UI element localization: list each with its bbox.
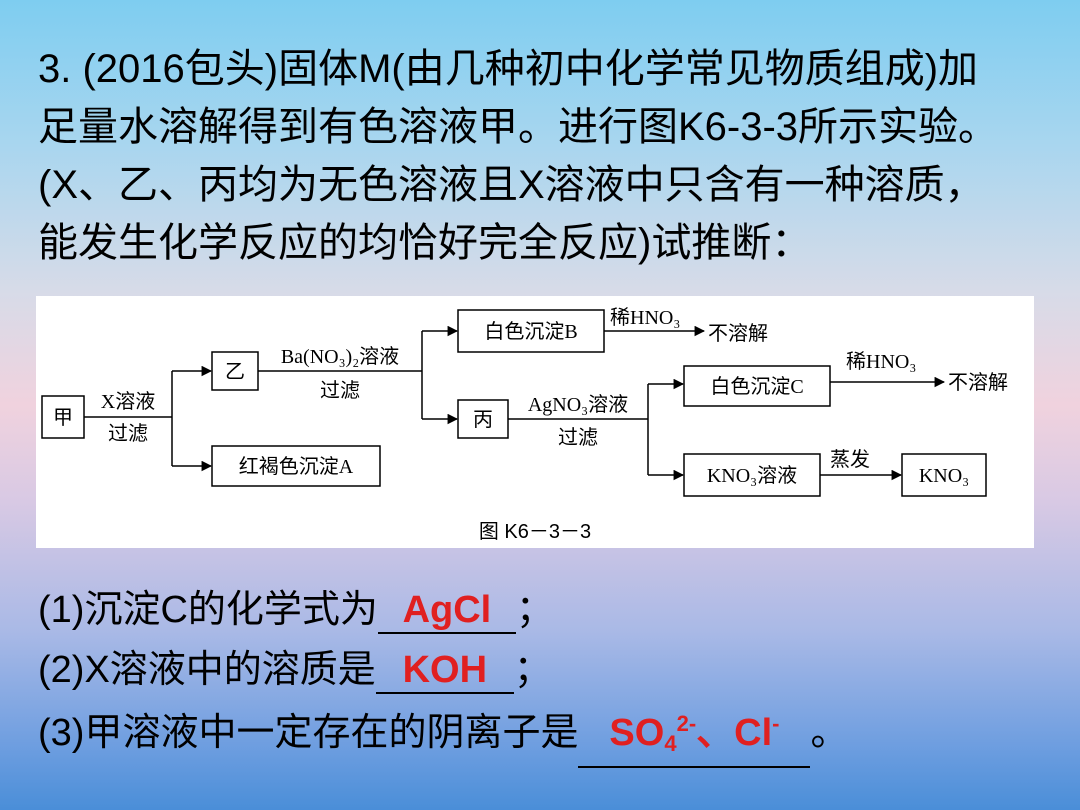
answer-3-suffix: 。 (810, 712, 849, 754)
question-line-3: (X、乙、丙均为无色溶液且X溶液中只含有一种溶质， (38, 163, 985, 207)
question-line-4: 能发生化学反应的均恰好完全反应)试推断： (38, 221, 812, 265)
question-text: 3. (2016包头)固体M(由几种初中化学常见物质组成)加 足量水溶解得到有色… (38, 40, 1048, 272)
label-x-solution: X溶液 (101, 390, 155, 413)
box-kno3-label: KNO₃ (919, 465, 969, 487)
answer-3-blank: SO42-、Cl- (578, 702, 811, 768)
figure-caption: 图 K6－3－3 (479, 521, 591, 543)
label-evaporate: 蒸发 (830, 448, 870, 471)
answer-2-prefix: (2)X溶液中的溶质是 (38, 649, 376, 691)
flow-diagram-svg: 甲 乙 红褐色沉淀A 白色沉淀B 丙 白色沉淀C KNO₃溶液 KNO₃ X溶液… (41, 306, 1008, 543)
label-filter-3: 过滤 (558, 426, 598, 449)
label-dilute-hno3-1: 稀HNO₃ (610, 306, 680, 329)
answer-3-cl-superscript: - (772, 711, 780, 736)
answer-1-blank: AgCl (377, 588, 516, 634)
label-filter-2: 过滤 (320, 379, 360, 402)
answer-1-value: AgCl (402, 589, 492, 631)
box-kno3-solution-label: KNO₃溶液 (707, 464, 797, 487)
answer-section: (1)沉淀C的化学式为 AgCl ； (2)X溶液中的溶质是 KOH ； (3)甲溶液中… (38, 582, 849, 768)
label-dilute-hno3-2: 稀HNO₃ (846, 350, 916, 373)
answer-3-part-so: SO (609, 712, 665, 754)
answer-3-value: SO42-、Cl- (609, 711, 780, 756)
label-insoluble-2: 不溶解 (948, 371, 1008, 394)
answer-line-3: (3)甲溶液中一定存在的阴离子是 SO42-、Cl- 。 (38, 702, 849, 768)
answer-3-prefix: (3)甲溶液中一定存在的阴离子是 (38, 712, 579, 754)
box-bing-label: 丙 (473, 409, 493, 431)
box-yi-label: 乙 (225, 361, 245, 383)
label-insoluble-1: 不溶解 (708, 322, 768, 345)
box-precip-b-label: 白色沉淀B (484, 320, 577, 343)
label-ba-no3-solution: Ba(NO₃)₂溶液 (281, 345, 399, 368)
question-line-1: 3. (2016包头)固体M(由几种初中化学常见物质组成)加 (38, 47, 979, 91)
box-jia-label: 甲 (53, 407, 73, 429)
answer-2-value: KOH (402, 649, 488, 691)
answer-3-subscript: 4 (664, 731, 677, 756)
answer-3-part-cl: 、Cl (696, 712, 773, 754)
answer-2-suffix: ； (513, 649, 552, 691)
answer-line-1: (1)沉淀C的化学式为 AgCl ； (38, 582, 848, 642)
experiment-flow-diagram: 甲 乙 红褐色沉淀A 白色沉淀B 丙 白色沉淀C KNO₃溶液 KNO₃ X溶液… (36, 296, 1034, 548)
answer-1-prefix: (1)沉淀C的化学式为 (38, 589, 378, 631)
label-filter-1: 过滤 (108, 422, 148, 445)
answer-2-blank: KOH (375, 648, 514, 694)
box-precip-a-label: 红褐色沉淀A (239, 455, 354, 478)
answer-1-suffix: ； (515, 589, 554, 631)
answer-line-2: (2)X溶液中的溶质是 KOH ； (38, 642, 848, 702)
box-precip-c-label: 白色沉淀C (710, 375, 803, 398)
question-line-2: 足量水溶解得到有色溶液甲。进行图K6-3-3所示实验。 (38, 105, 999, 149)
label-agno3-solution: AgNO₃溶液 (528, 393, 628, 416)
answer-3-superscript: 2- (676, 711, 697, 736)
